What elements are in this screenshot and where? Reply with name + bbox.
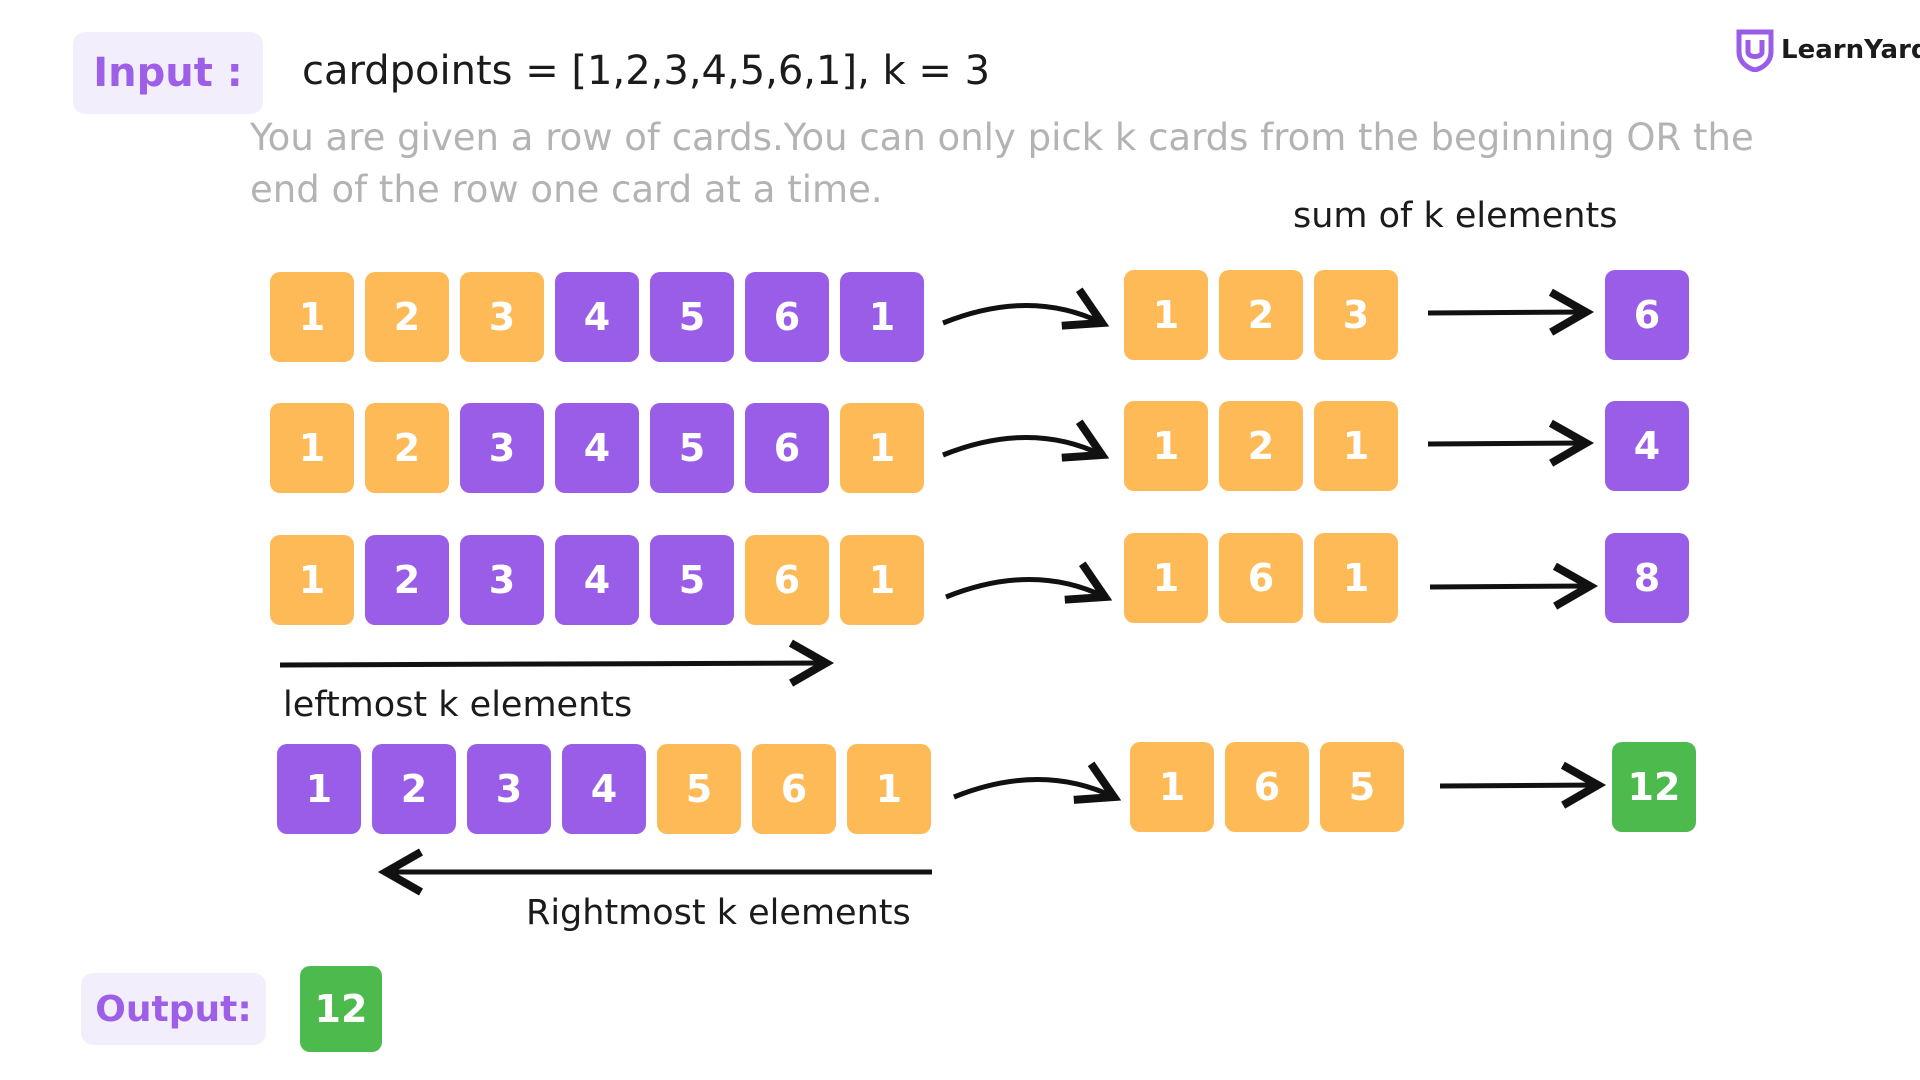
leftmost-caption: leftmost k elements xyxy=(283,685,633,725)
curved-arrow-row-2 xyxy=(942,419,1110,462)
logo-text: LearnYard xyxy=(1781,35,1920,65)
card-row-2-7: 1 xyxy=(840,403,924,493)
card-row-3-6: 6 xyxy=(745,535,829,625)
card-row-1-2: 2 xyxy=(365,272,449,362)
sum-card-row-1: 6 xyxy=(1605,270,1689,360)
card-row-2-2: 2 xyxy=(365,403,449,493)
picked-card-row-4-2: 6 xyxy=(1225,742,1309,832)
curved-arrow-row-1 xyxy=(942,287,1110,330)
card-row-4-4: 4 xyxy=(562,744,646,834)
description-line-2: end of the row one card at a time. xyxy=(250,168,883,211)
card-row-3-3: 3 xyxy=(460,535,544,625)
card-row-4-3: 3 xyxy=(467,744,551,834)
straight-arrow-row-2 xyxy=(1427,419,1595,467)
picked-card-row-2-3: 1 xyxy=(1314,401,1398,491)
sum-caption: sum of k elements xyxy=(1293,196,1618,236)
sum-card-row-3: 8 xyxy=(1605,533,1689,623)
picked-card-row-3-3: 1 xyxy=(1314,533,1398,623)
card-row-4-7: 1 xyxy=(847,744,931,834)
picked-card-row-3-2: 6 xyxy=(1219,533,1303,623)
curved-arrow-row-4 xyxy=(953,761,1122,804)
card-row-2-4: 4 xyxy=(555,403,639,493)
card-row-1-5: 5 xyxy=(650,272,734,362)
card-row-3-2: 2 xyxy=(365,535,449,625)
card-row-1-1: 1 xyxy=(270,272,354,362)
card-row-3-1: 1 xyxy=(270,535,354,625)
card-row-4-6: 6 xyxy=(752,744,836,834)
card-row-4-1: 1 xyxy=(277,744,361,834)
picked-card-row-4-1: 1 xyxy=(1130,742,1214,832)
picked-card-row-1-2: 2 xyxy=(1219,270,1303,360)
card-row-4-5: 5 xyxy=(657,744,741,834)
card-row-1-7: 1 xyxy=(840,272,924,362)
picked-card-row-2-2: 2 xyxy=(1219,401,1303,491)
card-row-1-3: 3 xyxy=(460,272,544,362)
description-line-1: You are given a row of cards.You can onl… xyxy=(250,116,1754,159)
straight-arrow-row-4 xyxy=(1439,761,1607,809)
card-row-2-5: 5 xyxy=(650,403,734,493)
card-row-3-4: 4 xyxy=(555,535,639,625)
sum-card-row-4: 12 xyxy=(1612,742,1696,832)
output-label: Output: xyxy=(81,973,266,1045)
output-label-text: Output: xyxy=(95,988,252,1030)
card-row-3-7: 1 xyxy=(840,535,924,625)
input-text: cardpoints = [1,2,3,4,5,6,1], k = 3 xyxy=(302,48,991,94)
rightmost-caption: Rightmost k elements xyxy=(526,893,911,933)
input-label: Input : xyxy=(73,32,263,114)
picked-card-row-4-3: 5 xyxy=(1320,742,1404,832)
straight-arrow-row-1 xyxy=(1427,288,1595,336)
output-value-card: 12 xyxy=(300,966,382,1052)
shield-u-icon xyxy=(1736,29,1774,72)
input-label-text: Input : xyxy=(93,50,243,96)
card-row-4-2: 2 xyxy=(372,744,456,834)
picked-card-row-1-1: 1 xyxy=(1124,270,1208,360)
straight-arrow-row-3 xyxy=(1429,562,1599,610)
card-row-2-6: 6 xyxy=(745,403,829,493)
card-row-2-3: 3 xyxy=(460,403,544,493)
output-value: 12 xyxy=(314,987,368,1031)
sum-card-row-2: 4 xyxy=(1605,401,1689,491)
leftmost-arrow xyxy=(279,639,835,687)
picked-card-row-2-1: 1 xyxy=(1124,401,1208,491)
card-row-3-5: 5 xyxy=(650,535,734,625)
picked-card-row-3-1: 1 xyxy=(1124,533,1208,623)
curved-arrow-row-3 xyxy=(945,561,1113,604)
card-row-2-1: 1 xyxy=(270,403,354,493)
card-row-1-4: 4 xyxy=(555,272,639,362)
card-row-1-6: 6 xyxy=(745,272,829,362)
picked-card-row-1-3: 3 xyxy=(1314,270,1398,360)
logo: LearnYard xyxy=(1735,28,1920,72)
